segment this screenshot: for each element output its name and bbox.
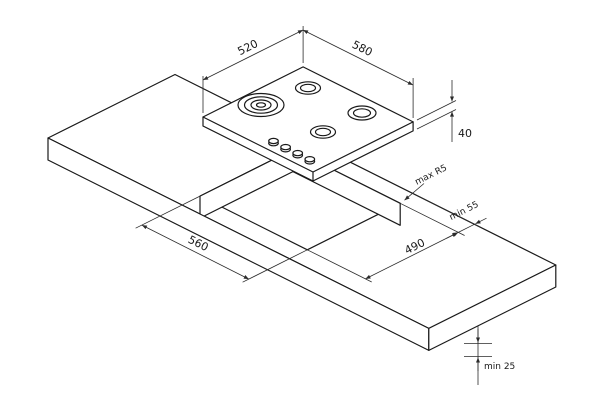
dimension-maxR5: max R5 (404, 163, 449, 201)
ext-560-left (135, 195, 201, 229)
burner-right (347, 105, 377, 121)
burner-large (237, 92, 285, 118)
arrow-min55-left (446, 232, 458, 239)
ext-40-top (416, 100, 457, 121)
ext-560-right (242, 249, 308, 283)
burners (237, 81, 377, 139)
dim-580-label: 580 (350, 38, 375, 59)
knob (280, 143, 292, 153)
dim-maxR5-label: max R5 (414, 163, 449, 187)
dimline-580 (302, 29, 414, 86)
dim-40-label: 40 (458, 127, 472, 140)
burner-back (294, 81, 322, 95)
knob (304, 155, 316, 165)
dimension-min25: min 25 (464, 326, 515, 385)
cooktop (202, 66, 414, 182)
dimline-560 (141, 224, 250, 280)
control-knobs (268, 137, 316, 165)
knob (292, 149, 304, 159)
dimension-40: 40 (416, 80, 472, 142)
dim-min25-label: min 25 (484, 362, 515, 372)
dimline-min55 (458, 223, 475, 233)
extension-lines (135, 194, 481, 283)
arrow-min55-right (475, 217, 487, 225)
cooktop-front-edges (202, 116, 414, 182)
ext-40-bottom (416, 109, 457, 130)
leader-maxR5 (404, 183, 425, 201)
countertop-right-face (428, 264, 557, 351)
burner-front (309, 125, 337, 139)
dim-520-label: 520 (235, 37, 260, 58)
ext-min55-back (416, 194, 481, 228)
knob (268, 137, 279, 147)
dimline-520 (202, 29, 304, 81)
ext-490-right (400, 202, 465, 236)
dimline-490 (365, 232, 459, 280)
ext-490-left (307, 249, 372, 283)
